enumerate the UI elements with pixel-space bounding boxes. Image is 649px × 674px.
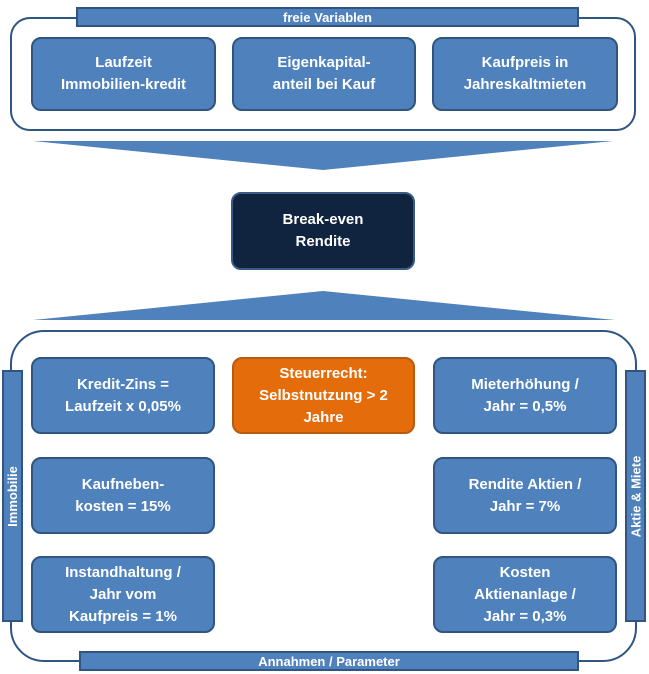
param-steuerrecht-box: Steuerrecht: Selbstnutzung > 2 Jahre: [232, 357, 415, 434]
param-mieterhoehung-box: Mieterhöhung / Jahr = 0,5%: [433, 357, 617, 434]
up-arrow-shape: [33, 291, 615, 320]
variable-kaufpreis-box: Kaufpreis in Jahreskaltmieten: [432, 37, 618, 111]
param-instandhaltung-box: Instandhaltung / Jahr vom Kaufpreis = 1%: [31, 556, 215, 633]
break-even-box: Break-even Rendite: [231, 192, 415, 270]
aktie-miete-side-bar: Aktie & Miete: [625, 370, 646, 622]
param-kaufnebenkosten-box: Kaufneben- kosten = 15%: [31, 457, 215, 534]
immobilie-label: Immobilie: [5, 465, 20, 527]
param-kredit-zins-box: Kredit-Zins = Laufzeit x 0,05%: [31, 357, 215, 434]
free-variables-header: freie Variablen: [76, 7, 579, 27]
free-variables-label: freie Variablen: [283, 9, 372, 25]
param-kosten-aktienanlage-box: Kosten Aktienanlage / Jahr = 0,3%: [433, 556, 617, 633]
aktie-miete-label: Aktie & Miete: [628, 455, 644, 537]
assumptions-label: Annahmen / Parameter: [258, 653, 400, 669]
variable-laufzeit-box: Laufzeit Immobilien-kredit: [31, 37, 216, 111]
immobilie-side-bar: Immobilie: [2, 370, 23, 622]
assumptions-header: Annahmen / Parameter: [79, 651, 579, 671]
param-rendite-aktien-box: Rendite Aktien / Jahr = 7%: [433, 457, 617, 534]
down-arrow-shape: [33, 141, 613, 170]
variable-eigenkapital-box: Eigenkapital- anteil bei Kauf: [232, 37, 416, 111]
